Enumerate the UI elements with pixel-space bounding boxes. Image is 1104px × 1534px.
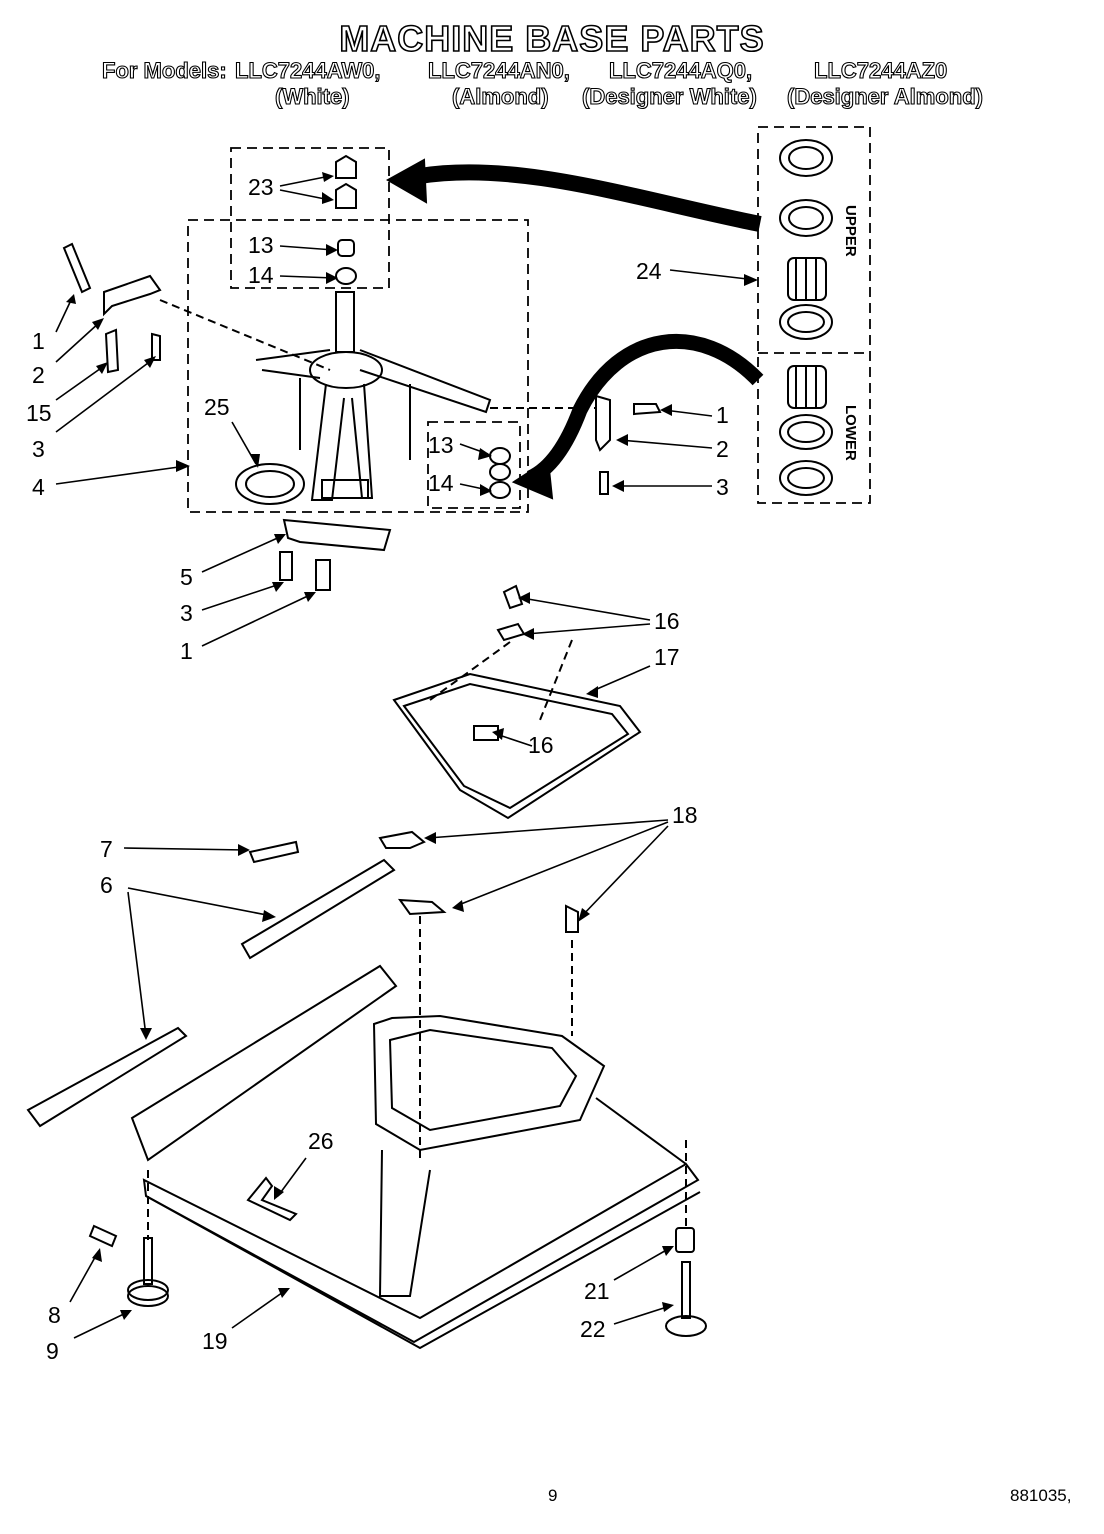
slide-parts-6 [26,858,396,1128]
callout-3: 3 [180,600,193,626]
spring-part-7 [248,840,300,864]
model-color: (Almond) [451,83,549,109]
top-frame-assembly [392,584,642,820]
callout-19: 19 [202,1328,228,1354]
callout-3: 3 [716,474,729,500]
callout-2: 2 [32,362,45,388]
callout-3: 3 [32,436,45,462]
gearcase-assembly [255,291,492,501]
model-color: (Designer White) [581,83,757,109]
callout-13: 13 [248,232,274,258]
hook-part-26 [246,1176,298,1222]
ring-part-25 [235,463,305,505]
callout-16: 16 [528,732,554,758]
callout-2: 2 [716,436,729,462]
callout-1: 1 [716,402,729,428]
base-frame [130,964,701,1350]
upper-bearing-kit [779,139,833,340]
page-number: 9 [548,1486,558,1505]
upper-small-bearings [335,154,357,285]
lower-bearing-kit [779,365,833,496]
callout-26: 26 [308,1128,334,1154]
callout-7: 7 [100,836,113,862]
model-color: (White) [274,83,350,109]
callout-4: 4 [32,474,45,500]
model-number: LLC7244AW0, [234,57,381,83]
callout-24: 24 [636,258,662,284]
right-bracket-parts [490,394,662,495]
left-bracket-parts [62,242,331,374]
model-number: LLC7244AZ0 [813,57,948,83]
model-number: LLC7244AQ0, [608,57,753,83]
model-number: LLC7244AN0, [427,57,570,83]
leader-arrows [55,175,757,1339]
lower-arrow [526,333,764,485]
callout-23: 23 [248,174,274,200]
document-code: 881035, [1010,1486,1072,1505]
clip-parts-18 [378,830,579,1160]
model-list: For Models: LLC7244AW0, LLC7244AN0, LLC7… [101,57,947,214]
dashed-group-boxes [187,126,871,513]
upper-arrow [418,164,762,232]
callout-21: 21 [584,1278,610,1304]
callout-13: 13 [428,432,454,458]
page-title: MACHINE BASE PARTS [339,17,765,60]
model-color: (Designer Almond) [786,83,983,109]
callout-6: 6 [100,872,113,898]
upper-label: UPPER [842,205,859,257]
callout-15: 15 [26,400,52,426]
leader-arrowheads [66,172,758,1320]
callout-22: 22 [580,1316,606,1342]
lower-label: LOWER [842,405,859,461]
callout-16: 16 [654,608,680,634]
model-color-list: (White) (Almond) (Designer White) (Desig… [0,83,983,214]
callout-1: 1 [180,638,193,664]
lower-arrow-head [511,458,554,500]
callout-5: 5 [180,564,193,590]
models-prefix: For Models: [101,57,227,83]
upper-arrow-head [385,158,428,204]
callout-25: 25 [204,394,230,420]
callout-14: 14 [428,470,454,496]
callout-18: 18 [672,802,698,828]
callout-1: 1 [32,328,45,354]
bracket-part-5 [279,518,392,591]
callout-14: 14 [248,262,274,288]
lower-small-bearings [489,447,511,499]
callout-9: 9 [46,1338,59,1364]
callout-17: 17 [654,644,680,670]
leveling-legs [88,1224,707,1337]
callout-8: 8 [48,1302,61,1328]
